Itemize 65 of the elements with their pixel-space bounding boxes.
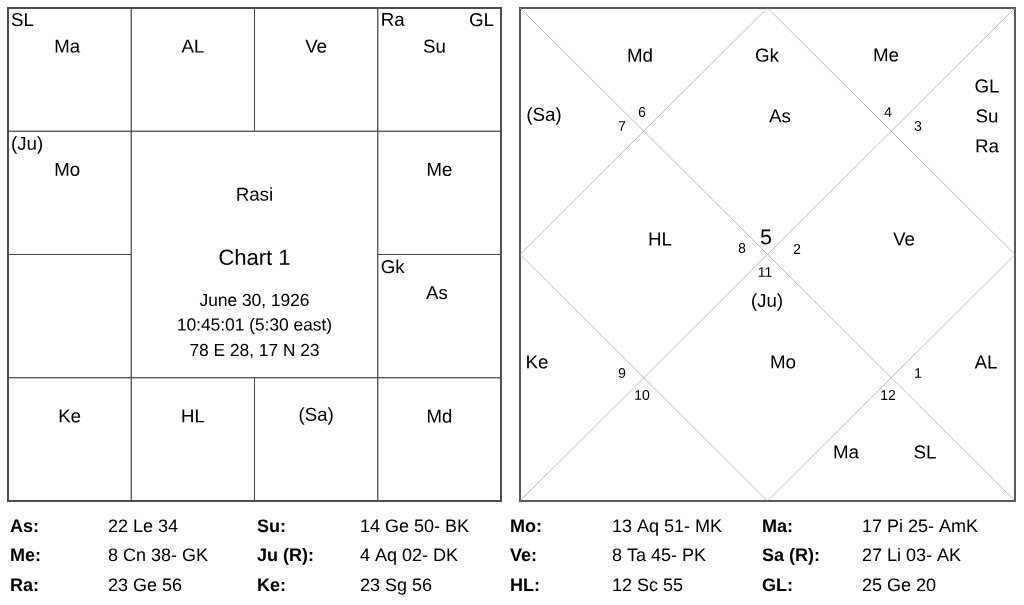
position-key: Sa (R):	[762, 547, 819, 565]
planet-label: Ve	[893, 232, 915, 246]
chart-cell: AL	[130, 7, 255, 132]
planet-label: GL	[975, 79, 999, 93]
position-value: 23 Ge 56	[108, 578, 182, 592]
planet-label: SL	[914, 445, 936, 459]
chart-cell: HL	[130, 377, 255, 502]
position-key: Ra:	[11, 578, 38, 592]
house-number: 5	[760, 229, 772, 245]
position-key: Ma:	[763, 519, 792, 533]
position-key: Ke:	[258, 578, 285, 592]
house-number: 4	[884, 107, 892, 117]
empty-cell	[7, 254, 132, 379]
position-value: 14 Ge 50- BK	[361, 519, 469, 533]
chart-cell: (Sa)	[254, 377, 379, 502]
chart-cell: Ke	[7, 377, 132, 502]
position-value: 13 Aq 51- MK	[613, 519, 722, 536]
position-key: Mo:	[511, 519, 541, 533]
chart-cell: Ve	[254, 7, 379, 132]
position-value: 4 Aq 02- DK	[360, 548, 458, 565]
chart-cell: SL Ma	[7, 7, 132, 132]
position-key: GL:	[762, 578, 792, 592]
planet-label: HL	[649, 232, 672, 246]
planet-label: (Ju)	[752, 293, 782, 311]
chart-center-box: Rasi Chart 1 June 30, 1926 10:45:01 (5:30 east) 78 E 28, 17 N 23	[130, 130, 379, 379]
planet-label: Me	[874, 48, 899, 62]
planet-label: Ra	[976, 139, 999, 153]
house-number: 6	[638, 107, 646, 117]
position-key: Ju (R):	[257, 547, 313, 565]
planet-label: Ke	[527, 355, 548, 369]
position-value: 17 Pi 25- AmK	[863, 518, 978, 533]
planet-label: As	[769, 109, 791, 123]
position-value: 25 Ge 20	[862, 578, 936, 592]
house-number: 9	[618, 368, 626, 378]
house-number: 8	[738, 243, 746, 253]
planet-label: Md	[628, 48, 652, 62]
planet-label: Mo	[771, 355, 796, 369]
house-number: 7	[618, 121, 626, 131]
planet-label: Gk	[756, 48, 779, 62]
position-value: 8 Ta 45- PK	[612, 548, 706, 562]
chart-cell: Md	[377, 377, 502, 502]
position-value: 8 Cn 38- GK	[108, 548, 208, 562]
house-number: 1	[915, 368, 922, 378]
position-key: HL:	[511, 578, 539, 591]
planet-label: Su	[976, 109, 998, 123]
house-number: 3	[914, 121, 922, 131]
chart-cell: (Ju) Mo	[7, 130, 132, 255]
position-value: 23 Sg 56	[360, 578, 432, 595]
house-number: 10	[635, 390, 650, 400]
position-key: Me:	[11, 548, 40, 562]
position-key: Su:	[257, 519, 285, 533]
position-value: 12 Sc 55	[613, 578, 683, 592]
planet-label: Ma	[834, 445, 859, 459]
chart-cell: Ra GL Su	[377, 7, 502, 132]
house-number: 12	[881, 390, 896, 400]
planet-label: AL	[974, 355, 997, 369]
position-value: 22 Le 34	[108, 519, 178, 533]
chart-cell: Me	[377, 130, 502, 255]
house-number: 11	[758, 267, 772, 277]
position-value: 27 Li 03- AK	[862, 547, 961, 562]
house-number: 2	[793, 244, 801, 254]
position-key: Ve:	[510, 548, 536, 562]
planet-label: (Sa)	[527, 107, 561, 125]
chart-cell: Gk As	[377, 254, 502, 379]
position-key: As:	[10, 519, 38, 533]
